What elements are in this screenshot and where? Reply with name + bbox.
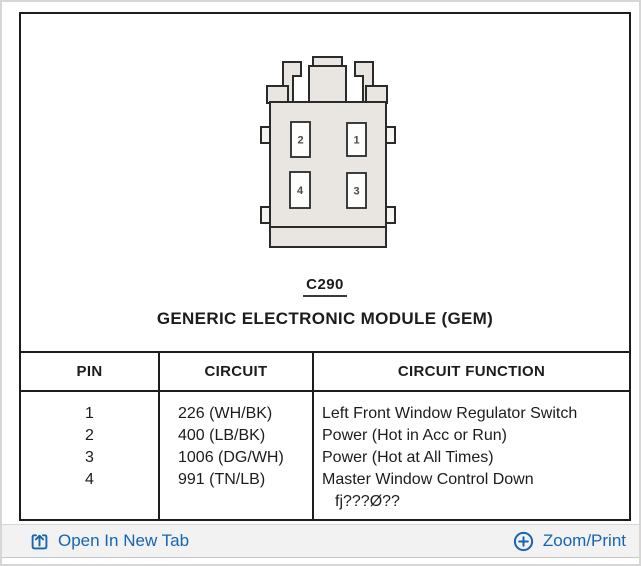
connector-body: [269, 101, 387, 228]
pin-slot-4: [289, 171, 311, 209]
pin-value: 3: [85, 449, 94, 466]
pin-number-3: 3: [353, 186, 359, 198]
open-in-new-tab-label: Open In New Tab: [58, 531, 190, 550]
zoom-print-button[interactable]: Zoom/Print: [513, 531, 626, 552]
pin-column-header: PIN: [21, 351, 160, 392]
pin-slot-2: [290, 121, 311, 158]
pin-column: 1 2 3 4: [21, 392, 160, 519]
open-in-new-tab-icon: [30, 532, 49, 551]
circuit-column: 226 (WH/BK) 400 (LB/BK) 1006 (DG/WH) 991…: [160, 392, 314, 519]
diagram-panel: 2 1 4 3 C290 GENERIC ELECTRONIC MODULE (…: [19, 12, 631, 521]
pin-value: 1: [85, 405, 94, 422]
connector-label: C290: [21, 276, 629, 297]
function-value: Power (Hot in Acc or Run): [322, 427, 507, 444]
footer-bar: Open In New Tab Zoom/Print: [2, 524, 639, 558]
connector-bottom-strip: [269, 226, 387, 248]
connector-diagram: 2 1 4 3: [260, 56, 396, 248]
pin-slot-1: [346, 122, 367, 157]
pin-number-4: 4: [297, 185, 304, 197]
circuit-value: 400 (LB/BK): [178, 427, 266, 444]
zoom-print-label: Zoom/Print: [542, 531, 626, 550]
pin-value: 4: [85, 471, 94, 488]
circuit-column-header: CIRCUIT: [160, 351, 314, 392]
pin-value: 2: [85, 427, 94, 444]
pin-number-1: 1: [353, 135, 359, 147]
function-value: Master Window Control Down: [322, 471, 534, 488]
open-in-new-tab-button[interactable]: Open In New Tab: [30, 531, 189, 551]
function-column: Left Front Window Regulator Switch Power…: [314, 392, 629, 519]
function-value-continued: fj???Ø??: [335, 493, 400, 510]
connector-right-shoulder: [365, 85, 388, 104]
pin-slot-3: [346, 172, 367, 209]
circuit-value: 1006 (DG/WH): [178, 449, 284, 466]
function-value: Left Front Window Regulator Switch: [322, 405, 578, 422]
circled-plus-icon: [513, 531, 534, 552]
module-title: GENERIC ELECTRONIC MODULE (GEM): [156, 309, 494, 328]
pin-number-2: 2: [297, 135, 303, 147]
function-value: Power (Hot at All Times): [322, 449, 494, 466]
function-column-header: CIRCUIT FUNCTION: [314, 351, 629, 392]
circuit-value: 991 (TN/LB): [178, 471, 266, 488]
connector-left-shoulder: [266, 85, 289, 104]
pinout-table: PIN CIRCUIT CIRCUIT FUNCTION 1 2 3 4 226…: [21, 351, 629, 519]
circuit-value: 226 (WH/BK): [178, 405, 273, 422]
connector-latch: [308, 65, 347, 104]
